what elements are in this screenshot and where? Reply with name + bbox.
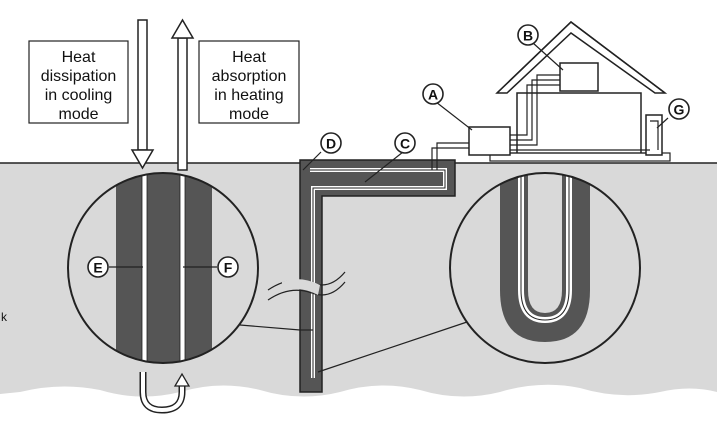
heating-label-line-4: mode (229, 106, 269, 123)
callout-b: B (517, 24, 539, 46)
outdoor-unit-a (468, 126, 511, 156)
unit-g (645, 114, 663, 156)
cooling-label-line-4: mode (58, 106, 98, 123)
ground-loop (267, 142, 469, 393)
svg-text:C: C (400, 136, 410, 152)
svg-text:E: E (93, 260, 102, 276)
heating-label-line-1: Heat (232, 49, 266, 66)
svg-text:G: G (674, 102, 685, 118)
cooling-label-line-2: dissipation (41, 68, 117, 85)
cooling-label-line-1: Heat (62, 49, 96, 66)
callout-a: A (422, 83, 444, 105)
house (489, 21, 671, 162)
left-magnifier (67, 172, 313, 364)
callout-d: D (320, 132, 342, 154)
svg-text:A: A (428, 87, 438, 103)
house-foundation (489, 152, 671, 162)
callout-leaders (109, 42, 669, 268)
edge-text: k (1, 310, 8, 324)
heat-down-arrow (130, 19, 155, 170)
cooling-label-box: Heat dissipation in cooling mode (28, 40, 129, 124)
heating-label-line-2: absorption (212, 68, 287, 85)
heat-up-arrow (170, 18, 195, 171)
right-magnifier (317, 172, 641, 373)
piping-a-to-b (510, 74, 560, 146)
svg-text:B: B (523, 28, 533, 44)
callout-c: C (394, 132, 416, 154)
svg-text:D: D (326, 136, 336, 152)
svg-text:F: F (224, 260, 233, 276)
piping-to-g (510, 149, 650, 154)
heating-label-line-3: in heating (214, 87, 283, 104)
callout-f: F (217, 256, 239, 278)
cooling-label-line-3: in cooling (45, 87, 113, 104)
callout-g: G (668, 98, 690, 120)
u-turn-arrow (139, 372, 191, 414)
heating-label-box: Heat absorption in heating mode (198, 40, 300, 124)
indoor-unit-b (559, 62, 599, 92)
callout-e: E (87, 256, 109, 278)
